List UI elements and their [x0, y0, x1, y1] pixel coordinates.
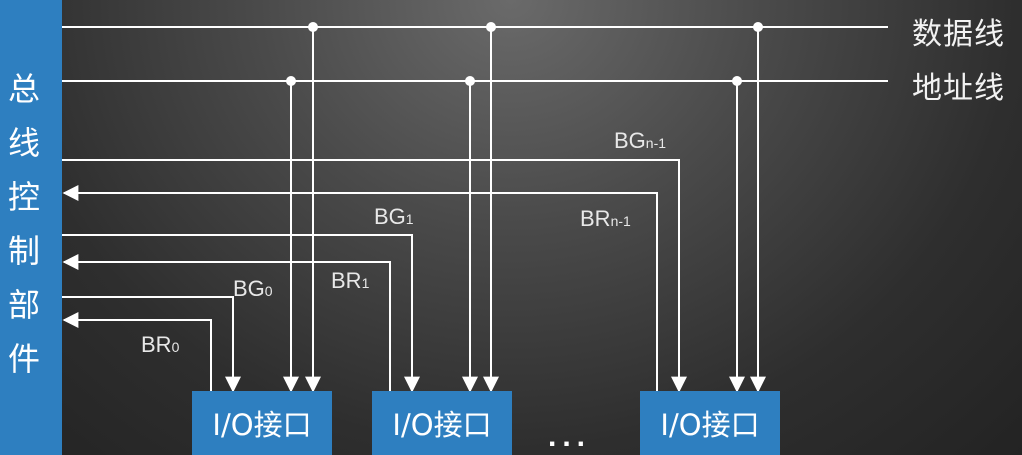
io-interface-1: I/O接口: [372, 391, 512, 455]
signal-br-n-1: BRn-1: [580, 206, 631, 231]
io-interface-0: I/O接口: [192, 391, 332, 455]
data-bus-label: 数据线: [912, 17, 1005, 52]
signal-br-1: BR1: [331, 268, 370, 293]
bg-n-1-line: [62, 159, 687, 393]
junction-dot: [732, 76, 742, 86]
br-1-line: [62, 254, 391, 391]
bus-controller-label: 总线控制部件: [3, 72, 41, 396]
junction-dot: [308, 22, 318, 32]
junction-dot: [286, 76, 296, 86]
signal-bg-0: BG0: [233, 276, 273, 301]
io-interface-n-1: I/O接口: [640, 391, 780, 455]
bg-1-line: [62, 234, 420, 393]
junction-dot: [753, 22, 763, 32]
signal-bg-n-1: BGn-1: [614, 128, 667, 153]
junction-dot: [465, 76, 475, 86]
br-n-1-line: [62, 185, 658, 391]
bg-0-line: [62, 296, 241, 393]
signal-bg-1: BG1: [374, 204, 414, 229]
br-0-line: [62, 312, 212, 391]
address-bus-label: 地址线: [912, 71, 1005, 106]
signal-br-0: BR0: [141, 332, 180, 357]
more-interfaces-ellipsis: ...: [548, 420, 592, 453]
bus-controller-block: 总线控制部件: [0, 0, 62, 455]
junction-dot: [486, 22, 496, 32]
